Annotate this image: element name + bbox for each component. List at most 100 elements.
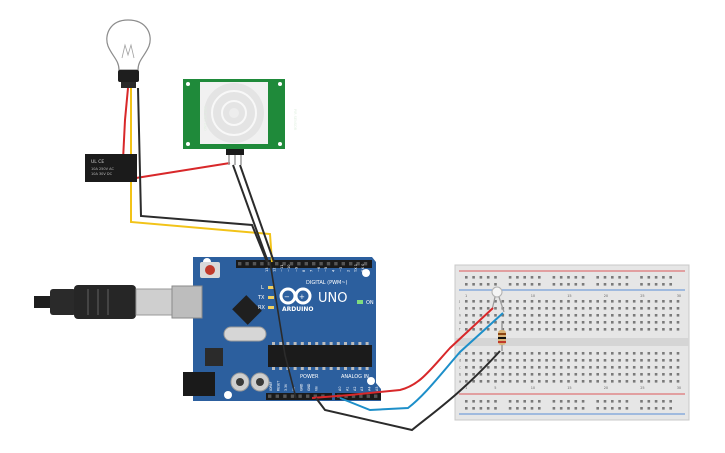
breadboard-hole[interactable] xyxy=(625,283,629,286)
breadboard-hole[interactable] xyxy=(538,321,541,324)
breadboard-hole[interactable] xyxy=(603,352,607,355)
breadboard-hole[interactable] xyxy=(589,359,592,362)
breadboard-hole[interactable] xyxy=(603,307,607,310)
breadboard-hole[interactable] xyxy=(603,314,607,317)
breadboard-hole[interactable] xyxy=(472,366,475,369)
breadboard-hole[interactable] xyxy=(632,321,636,324)
breadboard-hole[interactable] xyxy=(640,283,643,286)
breadboard-hole[interactable] xyxy=(574,373,578,376)
breadboard-hole[interactable] xyxy=(669,359,672,362)
breadboard-hole[interactable] xyxy=(567,276,570,279)
breadboard-hole[interactable] xyxy=(530,366,534,369)
breadboard-hole[interactable] xyxy=(618,359,621,362)
breadboard-hole[interactable] xyxy=(654,400,658,403)
breadboard-hole[interactable] xyxy=(603,380,607,383)
breadboard-hole[interactable] xyxy=(669,373,672,376)
breadboard-hole[interactable] xyxy=(516,366,519,369)
digital-pin-hole[interactable] xyxy=(349,262,353,266)
breadboard-hole[interactable] xyxy=(662,380,665,383)
breadboard-hole[interactable] xyxy=(596,359,599,362)
breadboard-hole[interactable] xyxy=(676,366,680,369)
breadboard-hole[interactable] xyxy=(516,407,519,410)
breadboard-hole[interactable] xyxy=(640,352,643,355)
breadboard-hole[interactable] xyxy=(472,400,475,403)
breadboard-hole[interactable] xyxy=(552,400,556,403)
breadboard-hole[interactable] xyxy=(516,307,519,310)
breadboard-hole[interactable] xyxy=(625,352,629,355)
breadboard-hole[interactable] xyxy=(625,314,629,317)
digital-pin-hole[interactable] xyxy=(356,262,360,266)
breadboard-hole[interactable] xyxy=(625,400,629,403)
breadboard-hole[interactable] xyxy=(486,328,490,331)
breadboard-hole[interactable] xyxy=(611,366,614,369)
breadboard-hole[interactable] xyxy=(508,366,512,369)
breadboard-hole[interactable] xyxy=(625,276,629,279)
breadboard-hole[interactable] xyxy=(611,407,614,410)
breadboard-hole[interactable] xyxy=(676,321,680,324)
breadboard-hole[interactable] xyxy=(647,373,651,376)
resistor[interactable] xyxy=(498,323,506,351)
breadboard-hole[interactable] xyxy=(632,314,636,317)
breadboard-hole[interactable] xyxy=(632,307,636,310)
breadboard-hole[interactable] xyxy=(625,380,629,383)
breadboard-hole[interactable] xyxy=(559,300,563,303)
power-pin-hole[interactable] xyxy=(268,394,272,398)
breadboard-hole[interactable] xyxy=(654,380,658,383)
breadboard-hole[interactable] xyxy=(472,283,475,286)
breadboard-hole[interactable] xyxy=(530,359,534,362)
digital-pin-hole[interactable] xyxy=(312,262,316,266)
breadboard-hole[interactable] xyxy=(669,352,672,355)
breadboard-hole[interactable] xyxy=(603,328,607,331)
breadboard-hole[interactable] xyxy=(618,314,621,317)
breadboard-hole[interactable] xyxy=(494,283,497,286)
breadboard-hole[interactable] xyxy=(589,373,592,376)
breadboard-hole[interactable] xyxy=(508,400,512,403)
breadboard-hole[interactable] xyxy=(581,276,585,279)
breadboard-hole[interactable] xyxy=(545,366,548,369)
breadboard-hole[interactable] xyxy=(567,328,570,331)
breadboard-hole[interactable] xyxy=(523,321,526,324)
breadboard-hole[interactable] xyxy=(618,366,621,369)
breadboard-hole[interactable] xyxy=(669,400,672,403)
breadboard-hole[interactable] xyxy=(574,314,578,317)
breadboard-hole[interactable] xyxy=(647,283,651,286)
breadboard-hole[interactable] xyxy=(530,328,534,331)
breadboard-hole[interactable] xyxy=(654,359,658,362)
breadboard-hole[interactable] xyxy=(676,373,680,376)
breadboard-hole[interactable] xyxy=(559,407,563,410)
breadboard-hole[interactable] xyxy=(552,407,556,410)
breadboard-hole[interactable] xyxy=(530,276,534,279)
breadboard-hole[interactable] xyxy=(589,366,592,369)
breadboard-hole[interactable] xyxy=(523,283,526,286)
breadboard-hole[interactable] xyxy=(552,314,556,317)
breadboard-hole[interactable] xyxy=(508,352,512,355)
breadboard-hole[interactable] xyxy=(479,300,483,303)
breadboard-hole[interactable] xyxy=(596,300,599,303)
wire-black-digital-gnd[interactable] xyxy=(269,261,297,399)
breadboard-hole[interactable] xyxy=(472,314,475,317)
breadboard-hole[interactable] xyxy=(552,321,556,324)
breadboard-hole[interactable] xyxy=(611,328,614,331)
breadboard-hole[interactable] xyxy=(523,380,526,383)
digital-pin-hole[interactable] xyxy=(341,262,345,266)
breadboard-hole[interactable] xyxy=(611,373,614,376)
breadboard-hole[interactable] xyxy=(552,366,556,369)
breadboard-hole[interactable] xyxy=(530,321,534,324)
breadboard-hole[interactable] xyxy=(662,366,665,369)
analog-pin-header[interactable] xyxy=(335,393,381,400)
breadboard-hole[interactable] xyxy=(567,321,570,324)
breadboard-hole[interactable] xyxy=(530,407,534,410)
breadboard-hole[interactable] xyxy=(494,328,497,331)
breadboard-hole[interactable] xyxy=(662,307,665,310)
breadboard-hole[interactable] xyxy=(618,352,621,355)
breadboard-hole[interactable] xyxy=(603,300,607,303)
breadboard-hole[interactable] xyxy=(472,321,475,324)
breadboard-hole[interactable] xyxy=(640,359,643,362)
breadboard-hole[interactable] xyxy=(538,380,541,383)
breadboard-hole[interactable] xyxy=(640,321,643,324)
breadboard-hole[interactable] xyxy=(516,352,519,355)
breadboard-hole[interactable] xyxy=(640,380,643,383)
breadboard-hole[interactable] xyxy=(479,314,483,317)
breadboard-hole[interactable] xyxy=(479,352,483,355)
